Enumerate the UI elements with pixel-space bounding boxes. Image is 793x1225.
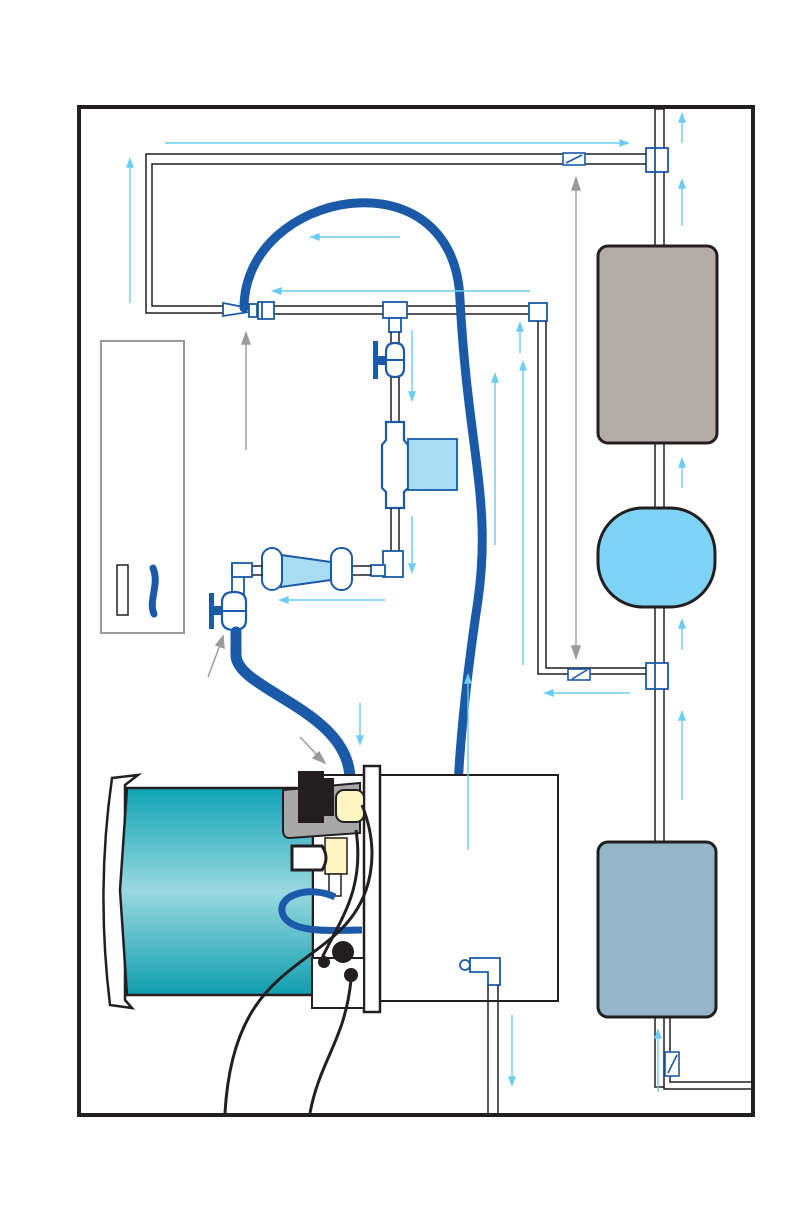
dispenser-slot bbox=[117, 565, 128, 615]
elbow-fitting-uv bbox=[383, 551, 403, 577]
tee-fitting-middle bbox=[646, 663, 668, 689]
pump bbox=[298, 771, 324, 823]
upper-filter bbox=[598, 246, 717, 443]
float-switch bbox=[292, 846, 326, 870]
tee-fitting-top bbox=[646, 148, 668, 172]
dispenser bbox=[101, 341, 184, 633]
shutoff-valve-upper bbox=[373, 341, 404, 379]
fitting bbox=[325, 838, 347, 874]
elbow-fitting-right bbox=[529, 303, 547, 321]
lower-filter bbox=[598, 842, 716, 1017]
dispenser-handle bbox=[152, 568, 155, 614]
pressure-tank bbox=[598, 508, 715, 607]
